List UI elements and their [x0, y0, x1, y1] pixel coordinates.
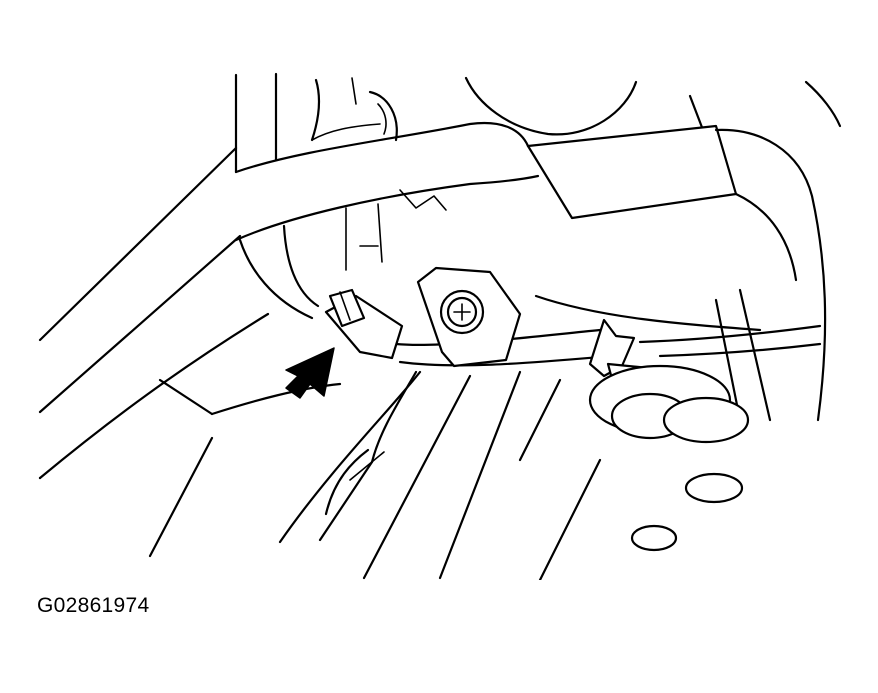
harness-clamp [416, 266, 522, 368]
figure-code: G02861974 [37, 594, 150, 617]
engine-block-outline [234, 72, 842, 174]
mounting-box [526, 124, 827, 422]
bracket-body [234, 121, 540, 271]
frame-rails [38, 146, 270, 480]
under-panel [238, 224, 772, 422]
illustration [38, 72, 842, 580]
lower-frame [148, 370, 602, 580]
mounting-bolts [588, 364, 750, 552]
sensor-connector [324, 288, 404, 360]
arrow-icon [285, 347, 335, 399]
